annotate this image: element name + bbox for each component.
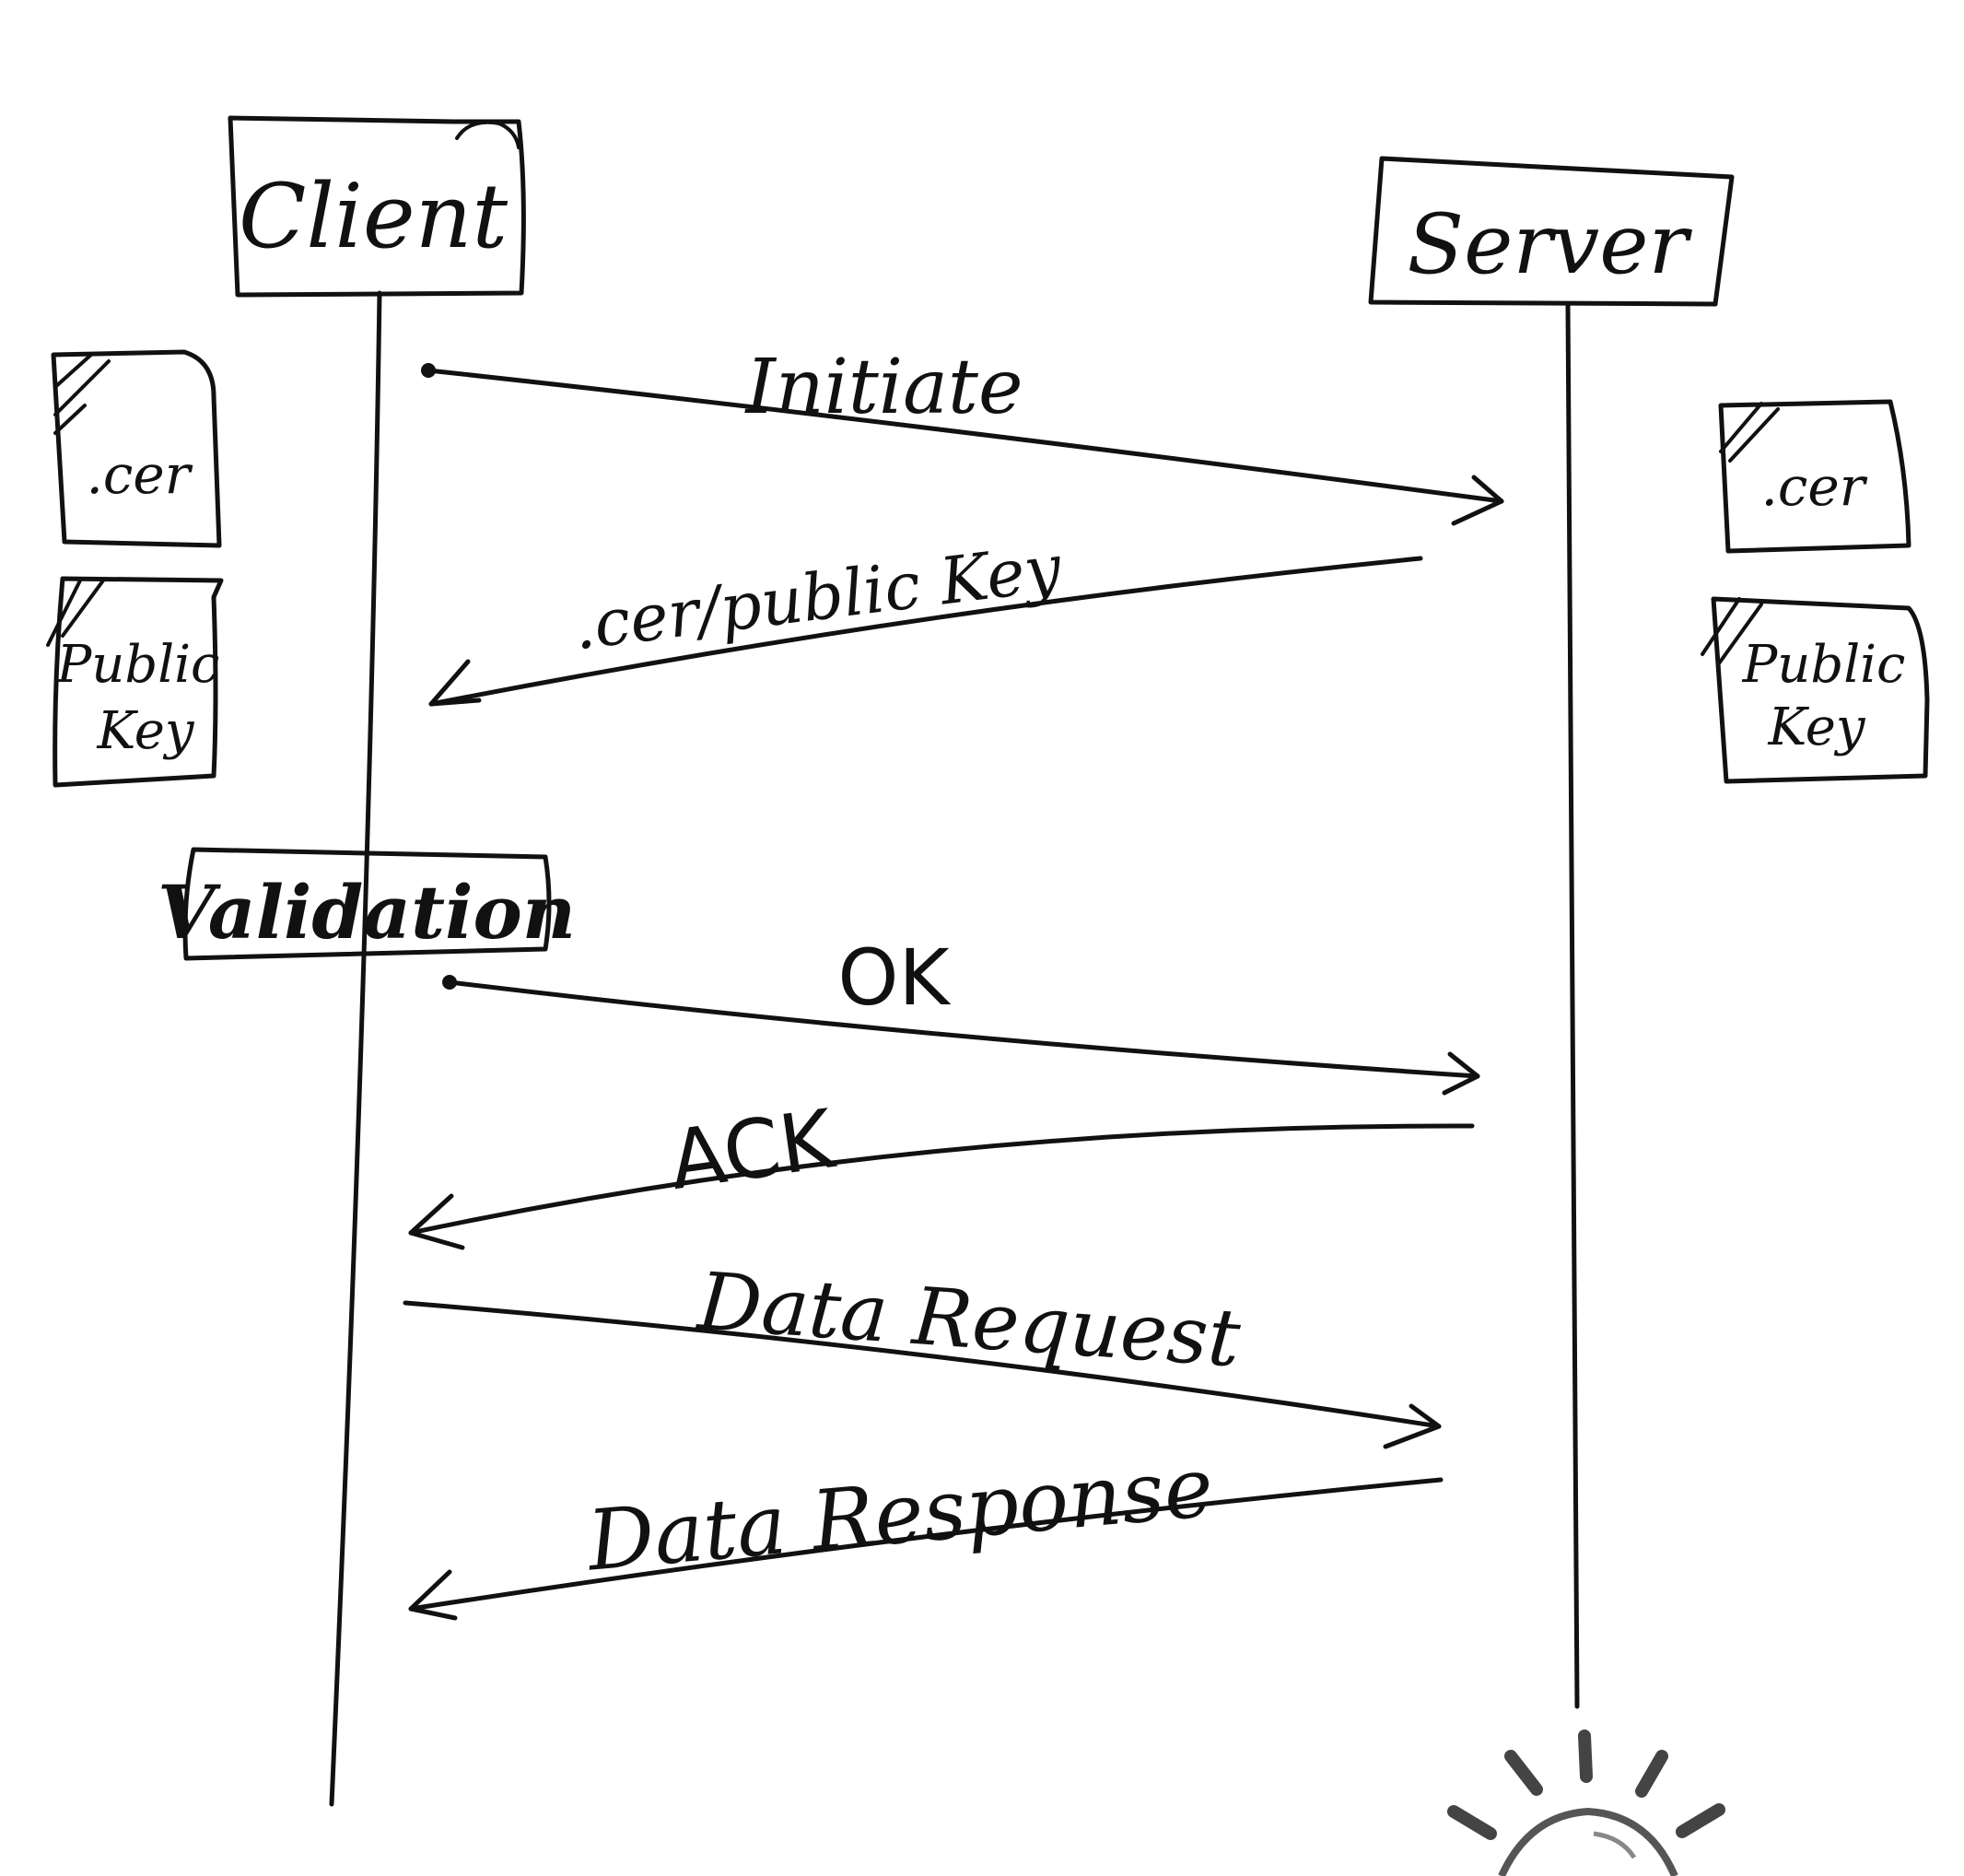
server-key-hatch	[1701, 597, 1763, 665]
ack-label: ACK	[664, 1091, 842, 1208]
client-participant: Client	[228, 115, 526, 298]
lightbulb-ray-1	[1447, 1805, 1497, 1840]
initiate-start-dot	[421, 363, 436, 378]
client-cert-hatch	[53, 352, 111, 435]
server-label: Server	[1407, 196, 1692, 293]
ok-arrowhead	[1442, 1051, 1480, 1096]
data-response-label: Data Response	[582, 1439, 1217, 1590]
lightbulb-ray-5	[1676, 1803, 1725, 1838]
cert-response-label: .cer/public Key	[569, 530, 1067, 664]
client-key-doc: Public Key	[46, 576, 224, 788]
data-response-arrow-line	[408, 1477, 1444, 1612]
lightbulb-ray-3	[1578, 1729, 1593, 1783]
client-label: Client	[239, 165, 509, 268]
client-box	[228, 115, 526, 298]
validation-box	[182, 847, 552, 961]
server-key-label-line1: Public	[1742, 635, 1906, 695]
data-request-label: Data Request	[694, 1256, 1244, 1386]
client-key-hatch	[46, 577, 105, 647]
server-key-doc: Public Key	[1701, 596, 1930, 784]
lightbulb-highlight	[1593, 1831, 1637, 1859]
initiate-label: Initiate	[744, 344, 1023, 431]
server-key-box	[1711, 596, 1930, 784]
message-data-response: Data Response	[408, 1439, 1444, 1621]
cert-response-arrowhead	[428, 659, 482, 707]
lightbulb-bulb	[1498, 1807, 1678, 1876]
ok-label: OK	[837, 932, 951, 1023]
data-response-arrowhead	[408, 1569, 458, 1621]
client-cert-label: .cer	[87, 443, 193, 506]
ok-start-dot	[442, 975, 457, 990]
client-box-curl	[455, 120, 520, 149]
server-cert-label: .cer	[1761, 455, 1868, 518]
initiate-arrow-line	[426, 368, 1504, 504]
server-cert-box	[1718, 399, 1911, 554]
ack-arrowhead	[408, 1193, 465, 1250]
message-cert-response: .cer/public Key	[428, 530, 1423, 707]
server-box	[1368, 156, 1735, 307]
initiate-arrowhead	[1451, 475, 1504, 526]
cert-response-arrow-line	[428, 556, 1423, 707]
ok-arrow-line	[447, 979, 1480, 1079]
client-lifeline	[329, 290, 382, 1807]
message-ok: OK	[442, 932, 1480, 1096]
data-request-arrow-line	[403, 1300, 1442, 1429]
validation-label: Validation	[158, 869, 576, 956]
client-cert-box	[51, 349, 222, 548]
lightbulb-ray-2	[1504, 1750, 1543, 1796]
server-key-label-line2: Key	[1767, 698, 1865, 757]
data-request-arrowhead	[1383, 1403, 1442, 1449]
lightbulb-icon	[1447, 1729, 1725, 1876]
server-participant: Server	[1368, 156, 1735, 307]
validation-step: Validation	[158, 847, 576, 961]
server-cert-hatch	[1719, 402, 1780, 463]
lightbulb-ray-4	[1635, 1750, 1668, 1798]
message-initiate: Initiate	[421, 344, 1504, 526]
message-ack: ACK	[408, 1091, 1475, 1250]
client-key-box	[53, 576, 224, 788]
server-cert-doc: .cer	[1718, 399, 1911, 554]
client-key-label-line2: Key	[96, 701, 194, 761]
message-data-request: Data Request	[403, 1256, 1442, 1449]
server-lifeline	[1565, 301, 1580, 1709]
client-cert-doc: .cer	[51, 349, 222, 548]
client-key-label-line1: Public	[56, 635, 220, 695]
ack-arrow-line	[408, 1123, 1475, 1236]
